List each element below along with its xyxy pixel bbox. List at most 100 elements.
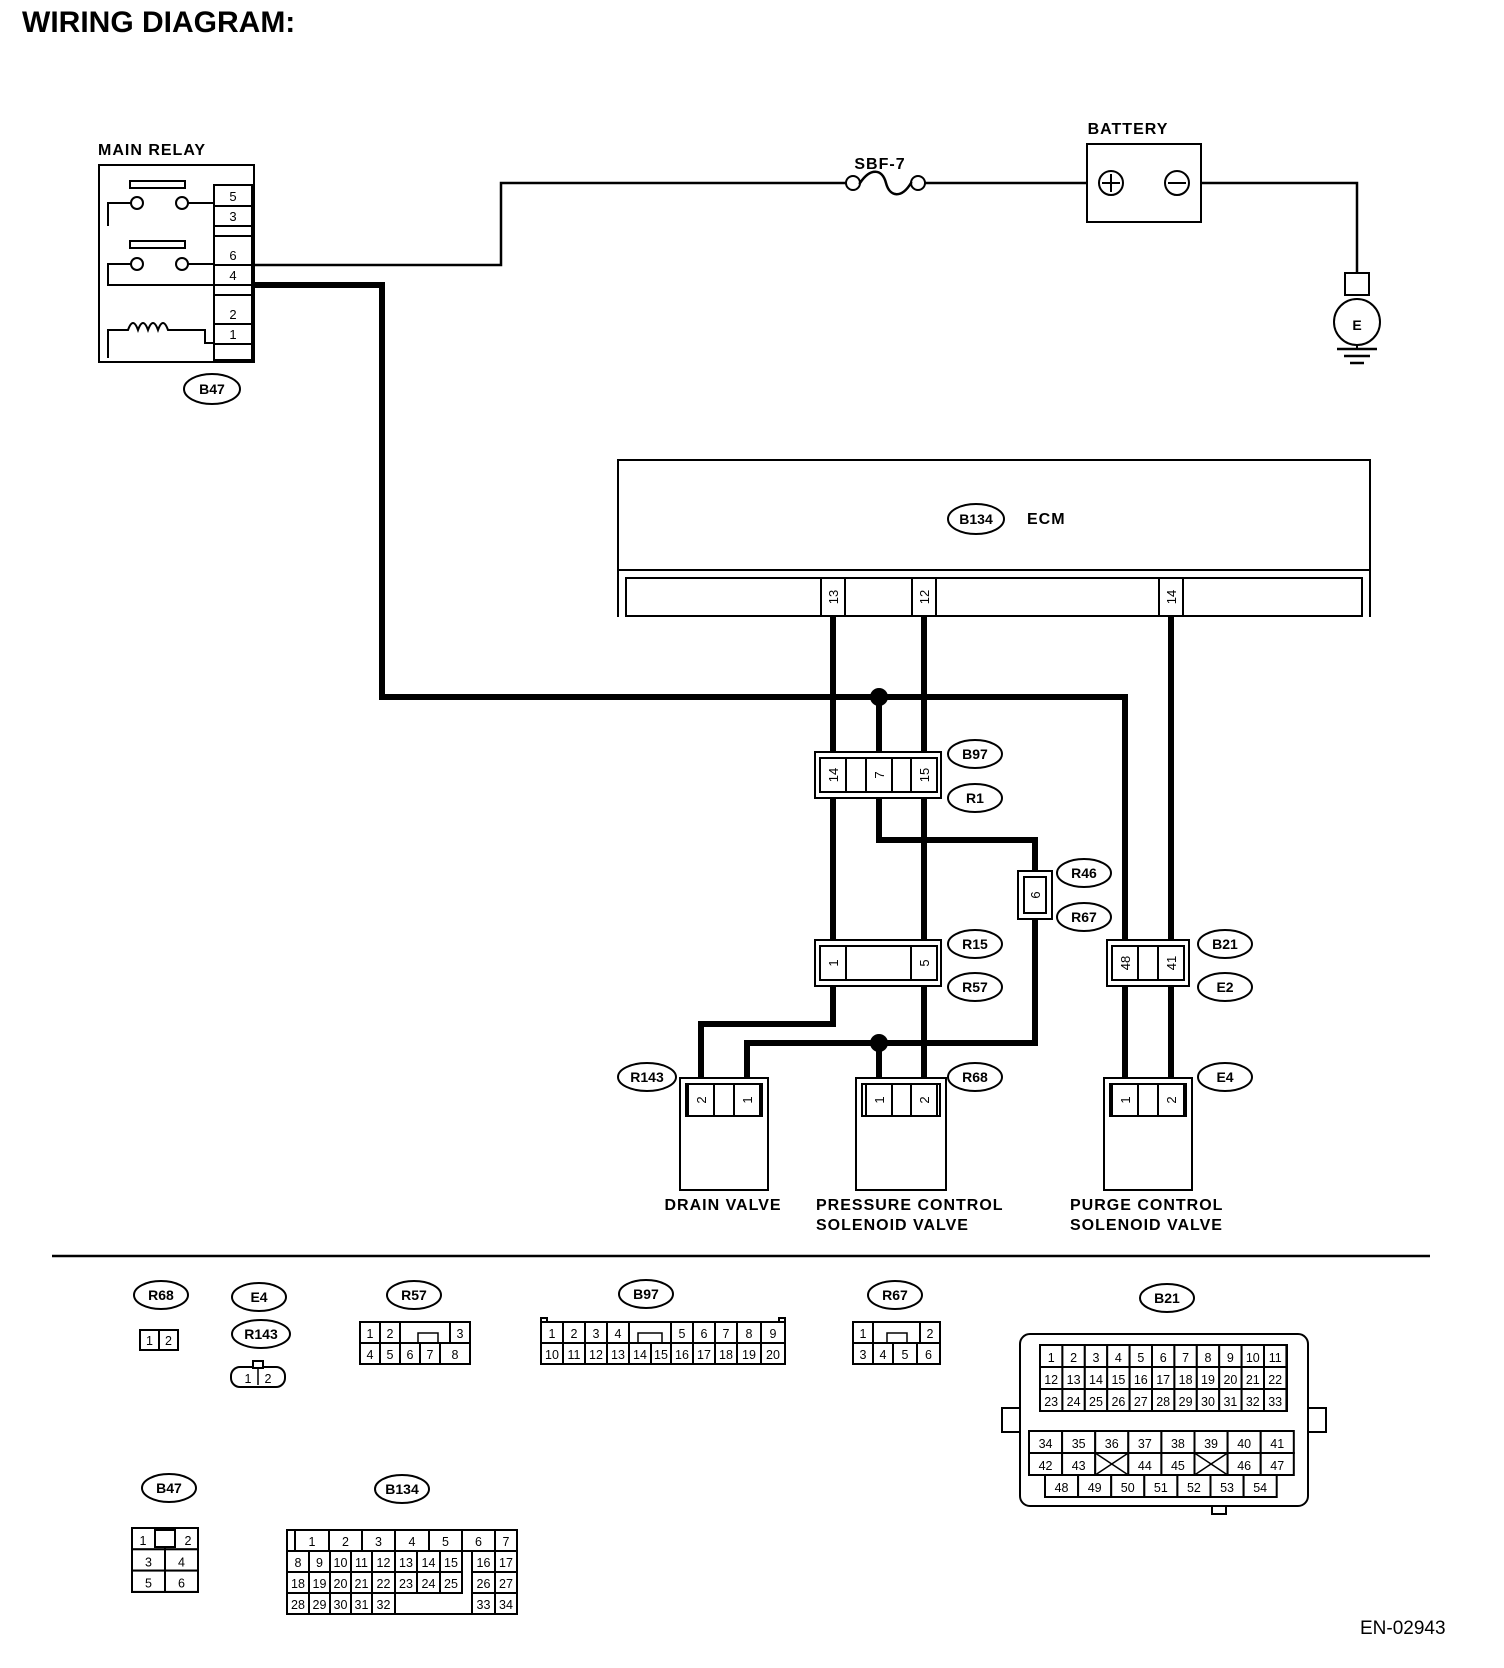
face-cell-b134: 13 bbox=[399, 1556, 413, 1570]
connector-r46-tag: R46 bbox=[1071, 865, 1097, 881]
face-cell-b21: 54 bbox=[1253, 1481, 1267, 1495]
ground-e: E bbox=[1333, 272, 1381, 365]
relay-contact bbox=[130, 196, 144, 210]
face-cell-b134: 17 bbox=[499, 1556, 513, 1570]
face-cell-b21: 34 bbox=[1039, 1437, 1053, 1451]
face-cell-b134: 6 bbox=[475, 1535, 482, 1549]
face-cell-r57: 3 bbox=[457, 1327, 464, 1341]
junction-dot bbox=[870, 1034, 888, 1052]
relay-pin: 6 bbox=[229, 248, 236, 263]
connector-tag bbox=[1197, 972, 1253, 1002]
purge-pin: 2 bbox=[1164, 1096, 1179, 1103]
face-cell-r67: 2 bbox=[927, 1327, 934, 1341]
connector-tag bbox=[1139, 1283, 1195, 1313]
face-cell-b21: 3 bbox=[1093, 1351, 1100, 1365]
connector-r57-tag: R57 bbox=[962, 979, 988, 995]
face-cell-b21: 12 bbox=[1044, 1373, 1058, 1387]
face-label-b47: B47 bbox=[156, 1480, 182, 1496]
relay-contact-bar bbox=[129, 180, 186, 189]
face-cell-b21: 21 bbox=[1246, 1373, 1260, 1387]
face-cell-b97: 8 bbox=[746, 1327, 753, 1341]
face-cell-b21: 38 bbox=[1171, 1437, 1185, 1451]
face-cell-b21: 28 bbox=[1156, 1395, 1170, 1409]
b97-pin: 14 bbox=[826, 768, 841, 782]
face-cell-r143: 1 bbox=[245, 1372, 252, 1386]
connector-tag bbox=[1197, 929, 1253, 959]
face-cell-b97: 7 bbox=[723, 1327, 730, 1341]
face-cell-b21: 8 bbox=[1205, 1351, 1212, 1365]
face-cell-b21: 36 bbox=[1105, 1437, 1119, 1451]
face-cell-b47: 6 bbox=[178, 1577, 185, 1591]
face-cell-b21: 40 bbox=[1237, 1437, 1251, 1451]
face-cell-b134: 31 bbox=[355, 1598, 369, 1612]
connector-tag bbox=[947, 972, 1003, 1002]
wire-r15-1-drain2 bbox=[698, 980, 836, 1085]
b97-pin: 15 bbox=[917, 768, 932, 782]
face-cell-b97: 19 bbox=[742, 1348, 756, 1362]
face-cell-b21: 22 bbox=[1268, 1373, 1282, 1387]
face-cell-b134: 3 bbox=[375, 1535, 382, 1549]
face-cell-b21: 20 bbox=[1223, 1373, 1237, 1387]
relay-pin: 3 bbox=[229, 209, 236, 224]
face-cell-b97: 14 bbox=[633, 1348, 647, 1362]
face-cell-b134: 9 bbox=[316, 1556, 323, 1570]
face-cell-b21: 42 bbox=[1039, 1459, 1053, 1473]
face-cell-r57: 2 bbox=[387, 1327, 394, 1341]
face-cell-r68: 2 bbox=[165, 1334, 172, 1348]
relay-pin: 5 bbox=[229, 189, 236, 204]
wire-b97-7-r46 bbox=[876, 794, 1038, 875]
battery-label: BATTERY bbox=[1088, 121, 1169, 138]
face-cell-b47: 1 bbox=[140, 1534, 147, 1548]
b21-pin: 41 bbox=[1164, 956, 1179, 970]
connector-tag bbox=[141, 1473, 197, 1503]
face-cell-b21: 5 bbox=[1137, 1351, 1144, 1365]
relay-pin: 2 bbox=[229, 307, 236, 322]
connector-tag bbox=[1197, 1062, 1253, 1092]
face-cell-r67: 5 bbox=[902, 1348, 909, 1362]
connector-b21-tag: B21 bbox=[1212, 936, 1238, 952]
relay-contact-bar bbox=[129, 240, 186, 249]
face-cell-b134: 29 bbox=[313, 1598, 327, 1612]
connector-tag bbox=[374, 1474, 430, 1504]
ecm-connector-strip bbox=[625, 577, 1363, 617]
face-label-e4: E4 bbox=[250, 1289, 267, 1305]
junction-dot bbox=[870, 688, 888, 706]
face-cell-b97: 5 bbox=[679, 1327, 686, 1341]
connector-r46-r67: 6 R46 R67 bbox=[1017, 858, 1112, 932]
face-cell-r67: 3 bbox=[860, 1348, 867, 1362]
face-cell-b21: 29 bbox=[1179, 1395, 1193, 1409]
face-cell-b97: 18 bbox=[719, 1348, 733, 1362]
face-label-r67: R67 bbox=[882, 1287, 908, 1303]
face-cell-b21: 23 bbox=[1044, 1395, 1058, 1409]
face-cell-b134: 14 bbox=[422, 1556, 436, 1570]
face-cell-b134: 15 bbox=[444, 1556, 458, 1570]
face-cell-b47: 5 bbox=[145, 1577, 152, 1591]
purge-label-2: SOLENOID VALVE bbox=[1070, 1217, 1223, 1234]
face-cell-b134: 24 bbox=[422, 1577, 436, 1591]
face-cell-b21: 10 bbox=[1246, 1351, 1260, 1365]
face-cell-r57: 7 bbox=[427, 1348, 434, 1362]
face-cell-b134: 12 bbox=[377, 1556, 391, 1570]
connector-e2-tag: E2 bbox=[1216, 979, 1233, 995]
face-cell-b21: 50 bbox=[1121, 1481, 1135, 1495]
face-cell-r57: 5 bbox=[387, 1348, 394, 1362]
face-cell-b97: 15 bbox=[654, 1348, 668, 1362]
pcsv-label-2: SOLENOID VALVE bbox=[816, 1217, 969, 1234]
relay-contact bbox=[175, 196, 189, 210]
face-label-r143: R143 bbox=[244, 1326, 278, 1342]
connector-tag bbox=[947, 503, 1005, 535]
connector-tag bbox=[133, 1280, 189, 1310]
face-cell-b97: 16 bbox=[675, 1348, 689, 1362]
b21-pin: 48 bbox=[1118, 956, 1133, 970]
wire-battery-ground bbox=[1198, 181, 1359, 277]
connector-r1-tag: R1 bbox=[966, 790, 984, 806]
ecm-pin: 12 bbox=[917, 590, 932, 604]
face-cell-r67: 4 bbox=[880, 1348, 887, 1362]
face-cell-b134: 7 bbox=[503, 1535, 510, 1549]
